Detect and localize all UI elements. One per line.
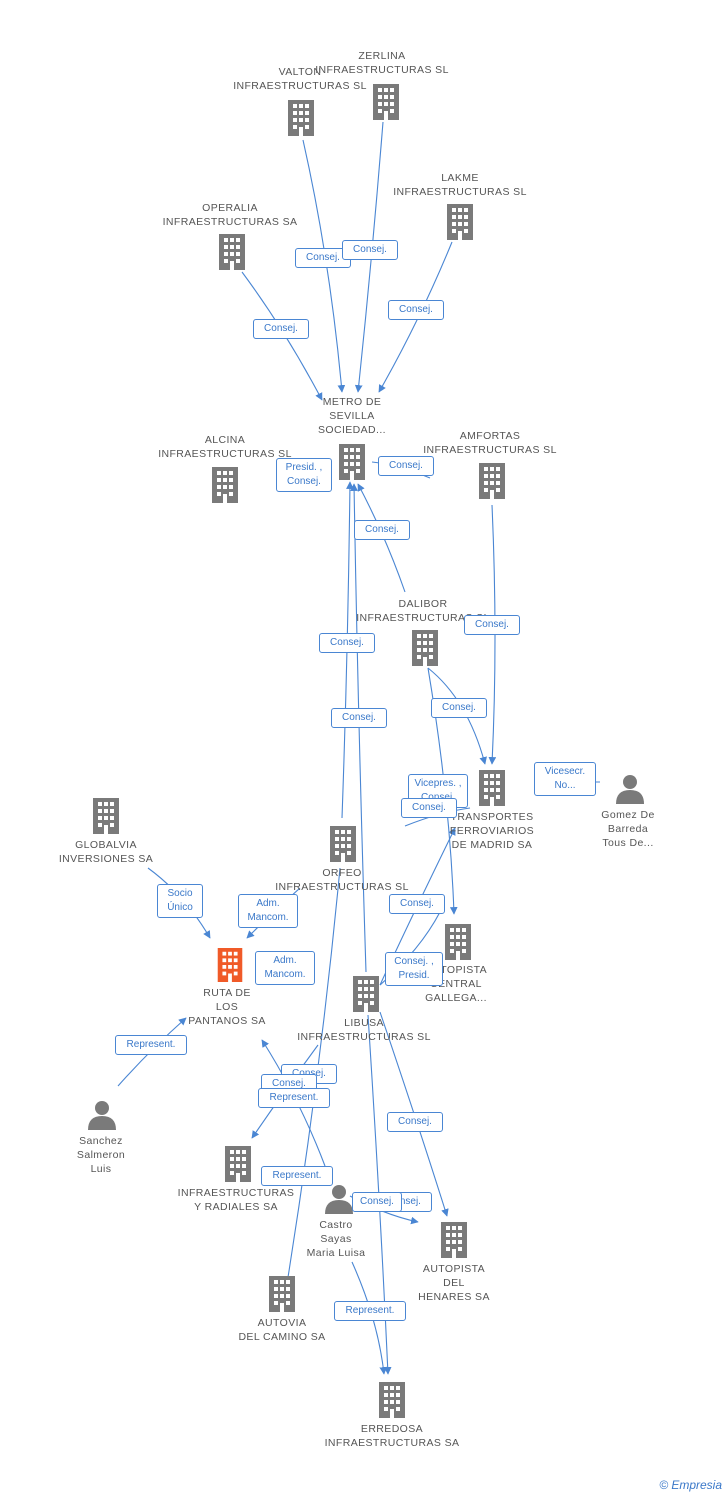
building-icon xyxy=(479,770,505,806)
node-ruta-de-los-pantanos[interactable]: RUTA DE LOS PANTANOS SA xyxy=(137,948,317,1038)
node-label: VALTON INFRAESTRUCTURAS SL xyxy=(233,66,367,92)
building-icon xyxy=(219,234,245,270)
building-icon xyxy=(479,463,505,499)
node-label: AUTOVIA DEL CAMINO SA xyxy=(238,1317,326,1343)
edge-label-represent[interactable]: Represent. xyxy=(334,1301,406,1321)
edge-label-consej[interactable]: Consej. xyxy=(378,456,434,476)
node-label: LAKME INFRAESTRUCTURAS SL xyxy=(393,172,527,198)
building-icon xyxy=(447,204,473,240)
node-label: INFRAESTRUCTURAS Y RADIALES SA xyxy=(177,1187,295,1213)
building-icon xyxy=(330,826,356,862)
node-transportes[interactable]: TRANSPORTES FERROVIARIOS DE MADRID SA xyxy=(402,770,582,860)
edge-label-consej[interactable]: Consej. xyxy=(388,300,444,320)
building-icon xyxy=(212,467,238,503)
edge-label-socio-unico[interactable]: Socio Único xyxy=(157,884,203,918)
building-icon xyxy=(379,1382,405,1418)
node-autovia[interactable]: AUTOVIA DEL CAMINO SA xyxy=(192,1276,372,1356)
building-icon xyxy=(225,1146,251,1182)
node-label: Castro Sayas Maria Luisa xyxy=(306,1219,366,1259)
edge-label-consej[interactable]: Consej. xyxy=(431,698,487,718)
footer-brand[interactable]: ©Empresia xyxy=(659,1478,722,1492)
person-icon xyxy=(616,775,644,804)
node-label: RUTA DE LOS PANTANOS SA xyxy=(188,987,266,1027)
node-label: ORFEO INFRAESTRUCTURAS SL xyxy=(275,867,409,893)
node-globalvia[interactable]: GLOBALVIA INVERSIONES SA xyxy=(16,798,196,878)
edge-label-consej-presid[interactable]: Consej. , Presid. xyxy=(385,952,443,986)
node-orfeo[interactable]: ORFEO INFRAESTRUCTURAS SL xyxy=(252,826,432,906)
node-operalia[interactable]: OPERALIA INFRAESTRUCTURAS SA xyxy=(140,198,320,278)
edge-label-consej[interactable]: Consej. xyxy=(342,240,398,260)
node-henares[interactable]: AUTOPISTA DEL HENARES SA xyxy=(364,1222,544,1312)
node-label: AUTOPISTA DEL HENARES SA xyxy=(418,1263,490,1303)
node-label: ZERLINA INFRAESTRUCTURAS SL xyxy=(315,50,449,76)
copyright-icon: © xyxy=(659,1478,669,1492)
edge-label-presid-consej[interactable]: Presid. , Consej. xyxy=(276,458,332,492)
node-amfortas[interactable]: AMFORTAS INFRAESTRUCTURAS SL xyxy=(400,426,580,506)
edge-label-represent[interactable]: Represent. xyxy=(258,1088,330,1108)
node-lakme[interactable]: LAKME INFRAESTRUCTURAS SL xyxy=(370,168,550,248)
person-icon xyxy=(88,1101,116,1130)
node-label: Sanchez Salmeron Luis xyxy=(76,1135,126,1175)
node-metro[interactable]: METRO DE SEVILLA SOCIEDAD... xyxy=(262,392,442,482)
node-label: ALCINA INFRAESTRUCTURAS SL xyxy=(158,434,292,460)
building-icon xyxy=(441,1222,467,1258)
node-castro[interactable]: Castro Sayas Maria Luisa xyxy=(246,1184,426,1274)
edge-label-consej[interactable]: Consej. xyxy=(331,708,387,728)
person-icon xyxy=(325,1185,353,1214)
edge-label-consej[interactable]: Consej. xyxy=(387,1112,443,1132)
building-icon xyxy=(373,84,399,120)
building-icon xyxy=(412,630,438,666)
edge-label-represent[interactable]: Represent. xyxy=(115,1035,187,1055)
building-icon xyxy=(269,1276,295,1312)
edge-label-consej[interactable]: Consej. xyxy=(253,319,309,339)
node-alcina[interactable]: ALCINA INFRAESTRUCTURAS SL xyxy=(135,430,315,510)
edge-label-consej[interactable]: Consej. xyxy=(319,633,375,653)
edge-label-represent[interactable]: Represent. xyxy=(261,1166,333,1186)
node-sanchez[interactable]: Sanchez Salmeron Luis xyxy=(11,1100,191,1190)
building-icon xyxy=(93,798,119,834)
node-valton[interactable]: VALTON INFRAESTRUCTURAS SL xyxy=(210,62,390,142)
node-zerlina[interactable]: ZERLINA INFRAESTRUCTURAS SL xyxy=(292,46,472,126)
node-label: Gomez De Barreda Tous De... xyxy=(601,809,655,849)
edge-amfortas-transportes xyxy=(488,504,497,765)
edge-label-adm-mancom[interactable]: Adm. Mancom. xyxy=(255,951,315,985)
node-radiales[interactable]: INFRAESTRUCTURAS Y RADIALES SA xyxy=(146,1146,326,1226)
node-label: METRO DE SEVILLA SOCIEDAD... xyxy=(318,396,386,436)
edge-label-consej[interactable]: Consej. xyxy=(352,1192,402,1212)
node-libusa[interactable]: LIBUSA INFRAESTRUCTURAS SL xyxy=(274,976,454,1056)
node-label: TRANSPORTES FERROVIARIOS DE MADRID SA xyxy=(449,811,535,851)
node-erredosa[interactable]: ERREDOSA INFRAESTRUCTURAS SA xyxy=(302,1382,482,1462)
building-icon xyxy=(353,976,379,1012)
edge-label-consej[interactable]: Consej. xyxy=(401,798,457,818)
brand-name: Empresia xyxy=(671,1478,722,1492)
edge-label-adm-mancom[interactable]: Adm. Mancom. xyxy=(238,894,298,928)
edge-label-vicesecr[interactable]: Vicesecr. No... xyxy=(534,762,596,796)
node-label: ERREDOSA INFRAESTRUCTURAS SA xyxy=(324,1423,460,1449)
edge-label-consej[interactable]: Consej. xyxy=(464,615,520,635)
building-icon xyxy=(445,924,471,960)
node-label: GLOBALVIA INVERSIONES SA xyxy=(58,839,154,865)
building-icon xyxy=(217,948,243,982)
building-icon xyxy=(339,444,365,480)
node-label: LIBUSA INFRAESTRUCTURAS SL xyxy=(297,1017,431,1043)
building-icon xyxy=(288,100,314,136)
edge-label-consej[interactable]: Consej. xyxy=(354,520,410,540)
node-label: AMFORTAS INFRAESTRUCTURAS SL xyxy=(423,430,557,456)
node-label: OPERALIA INFRAESTRUCTURAS SA xyxy=(162,202,298,228)
edge-label-consej[interactable]: Consej. xyxy=(389,894,445,914)
node-gomez[interactable]: Gomez De Barreda Tous De... xyxy=(538,772,718,862)
